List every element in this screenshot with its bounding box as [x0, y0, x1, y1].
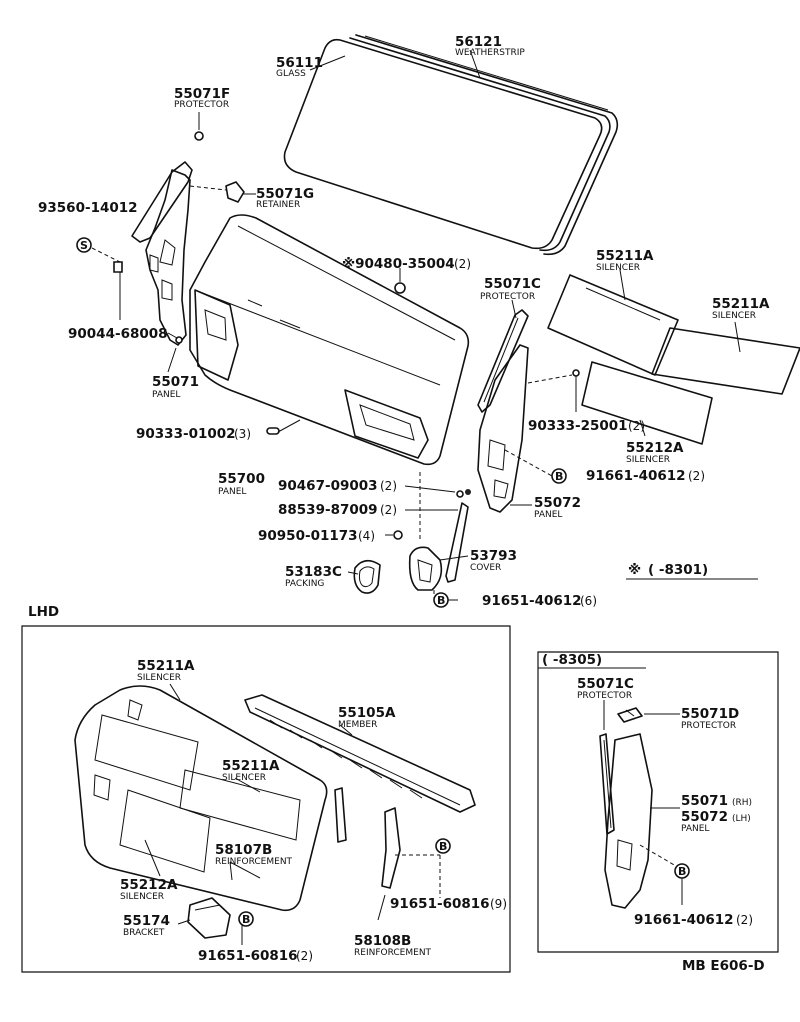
callout-55072-name: PANEL [534, 510, 562, 520]
lhd-callout-55212a-name: SILENCER [120, 892, 164, 902]
inset-callout-91661-qty: (2) [736, 913, 753, 927]
callout-55071f-number: 55071F [174, 86, 230, 102]
callout-90333-01002-qty: (3) [234, 427, 251, 441]
callout-93560-number: 93560-14012 [38, 200, 138, 216]
callout-56121-number: 56121 [455, 34, 502, 50]
callout-53793-name: COVER [470, 563, 501, 573]
lhd-callout-55211a-b-name: SILENCER [222, 773, 266, 783]
callout-55071g-name: RETAINER [256, 200, 300, 210]
callout-91651-40612-qty: (6) [580, 594, 597, 608]
callout-55212a-name: SILENCER [626, 455, 670, 465]
lhd-callout-55174-name: BRACKET [123, 928, 165, 938]
lhd-drawing [75, 686, 475, 938]
callout-56111-number: 56111 [276, 55, 323, 71]
callout-55071-name: PANEL [152, 390, 180, 400]
lhd-callout-91651-60816-9-number: 91651-60816 [390, 896, 490, 912]
callout-55211a-2-name: SILENCER [712, 311, 756, 321]
callout-56121-name: WEATHERSTRIP [455, 48, 525, 58]
back-door-panel-drawing [190, 215, 471, 495]
lhd-callout-58107b-number: 58107B [215, 842, 272, 858]
lhd-callout-58108b-number: 58108B [354, 933, 411, 949]
symbol-b-2: B [437, 594, 445, 607]
lhd-callout-58108b-name: REINFORCEMENT [354, 948, 432, 958]
inset-callout-55071c-name: PROTECTOR [577, 691, 632, 701]
lhd-symbol-b-2: B [242, 913, 250, 926]
lhd-callout-55211a-a-number: 55211A [137, 658, 195, 674]
inset-drawing [600, 708, 652, 908]
callout-90480-number: ※90480-35004 [342, 256, 455, 272]
callout-56111-name: GLASS [276, 69, 306, 79]
callout-90044-number: 90044-68008 [68, 326, 168, 342]
callout-91661-40612-qty: (2) [688, 469, 705, 483]
callout-55071-number: 55071 [152, 374, 199, 390]
callout-88539-number: 88539-87009 [278, 502, 378, 518]
callout-90950-qty: (4) [358, 529, 375, 543]
callout-90333-25001-number: 90333-25001 [528, 418, 628, 434]
lhd-callout-91651-60816-9-qty: (9) [490, 897, 507, 911]
callout-55211a-2-number: 55211A [712, 296, 770, 312]
callout-55211a-1-name: SILENCER [596, 263, 640, 273]
inset-frame [538, 652, 778, 952]
inset-callout-55072-lh-name: PANEL [681, 824, 709, 834]
lhd-callout-58107b-name: REINFORCEMENT [215, 857, 293, 867]
lhd-callout-55105a-number: 55105A [338, 705, 396, 721]
callout-90467-number: 90467-09003 [278, 478, 378, 494]
callout-53183c-number: 53183C [285, 564, 342, 580]
callout-55072-number: 55072 [534, 495, 581, 511]
drawing-code: MB E606-D [682, 958, 765, 974]
callout-90333-01002-number: 90333-01002 [136, 426, 236, 442]
callout-91651-40612-number: 91651-40612 [482, 593, 582, 609]
callout-55071c-number: 55071C [484, 276, 541, 292]
callout-55700-number: 55700 [218, 471, 265, 487]
inset-callout-55072-lh-suffix: (LH) [732, 814, 751, 824]
inset-title: ( -8305) [542, 652, 602, 668]
symbol-b-1: B [555, 470, 563, 483]
inset-callout-55071c-number: 55071C [577, 676, 634, 692]
lhd-symbol-b-1: B [439, 840, 447, 853]
callout-55700-name: PANEL [218, 487, 246, 497]
lhd-callout-55211a-b-number: 55211A [222, 758, 280, 774]
note-8301-text: ( -8301) [648, 562, 708, 578]
callout-55212a-number: 55212A [626, 440, 684, 456]
callout-91661-40612-number: 91661-40612 [586, 468, 686, 484]
inset-callout-55071-rh-suffix: (RH) [732, 798, 752, 808]
lhd-callout-91651-60816-2-qty: (2) [296, 949, 313, 963]
inset-callout-55071-rh-number: 55071 [681, 793, 728, 809]
stay-cover-drawing [354, 491, 468, 593]
callout-53183c-name: PACKING [285, 579, 324, 589]
lhd-title: LHD [28, 604, 59, 620]
callout-90950-number: 90950-01173 [258, 528, 358, 544]
inset-symbol-b: B [678, 865, 686, 878]
right-silencers-drawing [548, 275, 800, 444]
lhd-callout-55174-number: 55174 [123, 913, 170, 929]
callout-55071c-name: PROTECTOR [480, 292, 535, 302]
inset-callout-55072-lh-number: 55072 [681, 809, 728, 825]
callout-90467-qty: (2) [380, 479, 397, 493]
lhd-callout-55212a-number: 55212A [120, 877, 178, 893]
note-8301-symbol: ※ [628, 562, 641, 578]
callout-55071g-number: 55071G [256, 186, 314, 202]
callout-53793-number: 53793 [470, 548, 517, 564]
callout-55071f-name: PROTECTOR [174, 100, 229, 110]
lhd-callout-55105a-name: MEMBER [338, 720, 377, 730]
left-panel-drawing [114, 132, 244, 345]
inset-callout-91661-number: 91661-40612 [634, 912, 734, 928]
right-panel-drawing [478, 310, 528, 512]
callout-55211a-1-number: 55211A [596, 248, 654, 264]
inset-callout-55071d-name: PROTECTOR [681, 721, 736, 731]
callout-90480-qty: (2) [454, 257, 471, 271]
lhd-callout-91651-60816-2-number: 91651-60816 [198, 948, 298, 964]
lhd-frame [22, 626, 510, 972]
lhd-callout-55211a-a-name: SILENCER [137, 673, 181, 683]
symbol-s: S [80, 239, 88, 252]
callout-88539-qty: (2) [380, 503, 397, 517]
inset-callout-55071d-number: 55071D [681, 706, 739, 722]
callout-90333-25001-qty: (2) [628, 419, 645, 433]
glass-weatherstrip-drawing [284, 35, 617, 254]
